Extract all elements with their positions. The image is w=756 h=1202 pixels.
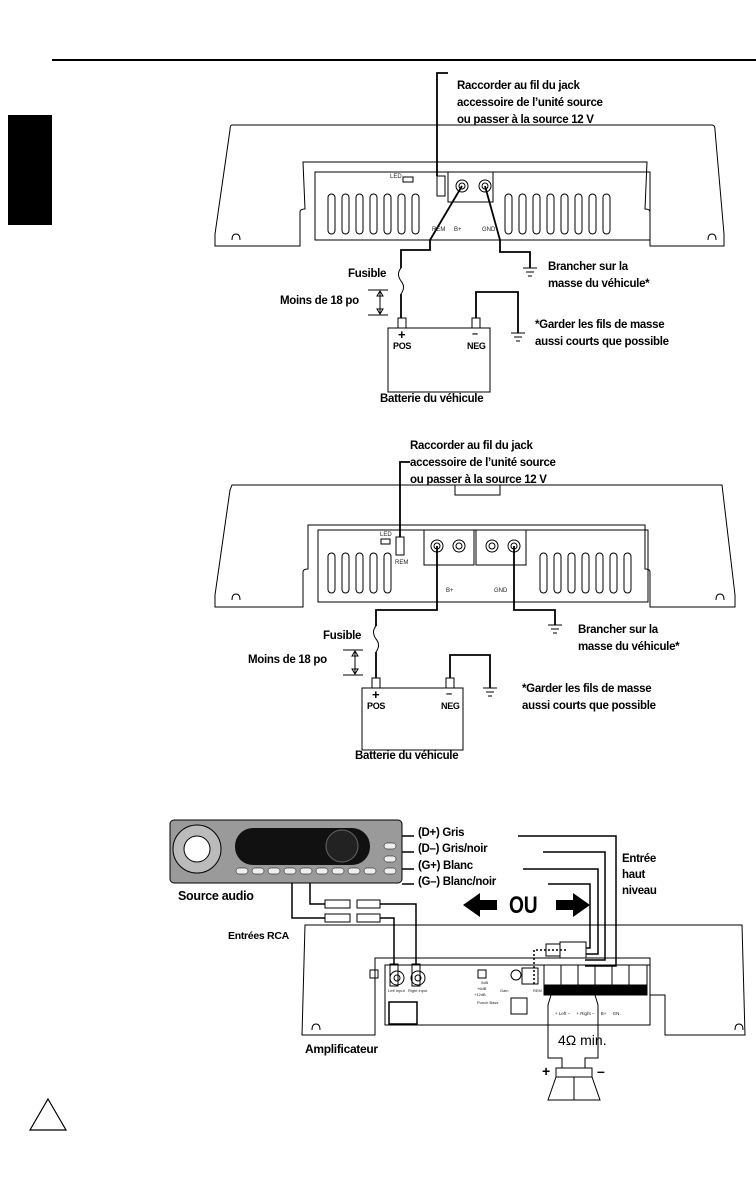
speaker-minus: – — [597, 1063, 605, 1079]
led-label: LED — [390, 174, 402, 180]
arrow-left-icon — [463, 893, 497, 917]
db0-label: 0dB — [481, 980, 489, 985]
note-line-1: *Garder les fils de masse — [535, 319, 665, 331]
left-input-label: Left Input — [388, 988, 405, 993]
note-line-1: *Garder les fils de masse — [522, 683, 652, 695]
neg-sign: – — [472, 328, 478, 340]
neg-sign: – — [446, 688, 452, 700]
wire-d-minus: (D–) Gris/noir — [418, 843, 488, 855]
rca-inputs-label: Entrées RCA — [228, 930, 289, 942]
wire-g-plus: (G+) Blanc — [418, 860, 473, 872]
gnd-label: GND — [494, 588, 508, 594]
callout-line-2: accessoire de l’unité source — [410, 457, 556, 469]
high-level-line-2: haut — [622, 869, 646, 881]
ground-line-2: masse du véhicule* — [548, 278, 650, 290]
section-tab — [8, 115, 52, 225]
arrow-right-icon — [556, 893, 590, 917]
callout-line-2: accessoire de l’unité source — [457, 97, 603, 109]
neg-label: NEG — [467, 341, 486, 351]
fuse-label: Fusible — [323, 630, 362, 642]
ground-line-2: masse du véhicule* — [578, 641, 680, 653]
bplus-label: B+ — [446, 588, 454, 594]
db6-label: +6dB — [477, 986, 487, 991]
gain-label: Gain — [500, 988, 509, 993]
source-audio-label: Source audio — [178, 889, 254, 903]
rem-label: REM — [533, 988, 542, 993]
battery-label: Batterie du véhicule — [355, 750, 459, 762]
amplifier-label: Amplificateur — [305, 1042, 378, 1056]
bplus-label: B+ — [454, 227, 462, 233]
high-level-line-3: niveau — [622, 885, 657, 897]
led-label: LED — [380, 532, 392, 538]
rem-label: REM — [395, 560, 409, 566]
gnd-label: GND — [482, 227, 496, 233]
distance-label: Moins de 18 po — [280, 295, 359, 307]
amplifier-drawing-2 — [214, 461, 736, 751]
neg-label: NEG — [441, 701, 460, 711]
right-input-label: Right Input — [408, 988, 428, 993]
ground-line-1: Brancher sur la — [578, 624, 658, 636]
pos-label: POS — [367, 701, 386, 711]
callout-line-1: Raccorder au fil du jack — [457, 80, 580, 92]
punch-bass-label: Punch Bass — [477, 1000, 499, 1005]
high-level-line-1: Entrée — [622, 853, 656, 865]
output-terminals-label: + Left – + Right – B+ GN — [555, 1011, 620, 1016]
speaker-plus: + — [542, 1063, 550, 1079]
amplifier-drawing-1 — [214, 72, 725, 393]
callout-line-1: Raccorder au fil du jack — [410, 440, 533, 452]
header-rule — [52, 59, 756, 61]
head-unit-icon — [169, 819, 403, 884]
wire-g-minus: (G–) Blanc/noir — [418, 876, 496, 888]
fuse-label: Fusible — [348, 268, 387, 280]
rem-label: REM — [432, 227, 446, 233]
ground-line-1: Brancher sur la — [548, 261, 628, 273]
callout-line-3: ou passer à la source 12 V — [457, 114, 594, 126]
pos-sign: + — [398, 327, 406, 342]
pos-sign: + — [372, 687, 380, 702]
battery-label: Batterie du véhicule — [380, 393, 484, 405]
pos-label: POS — [393, 341, 412, 351]
note-line-2: aussi courts que possible — [535, 336, 669, 348]
or-label: OU — [509, 892, 538, 919]
warning-triangle-icon — [28, 1097, 68, 1131]
wire-d-plus: (D+) Gris — [418, 827, 465, 839]
impedance-label: 4Ω min. — [558, 1032, 607, 1048]
db12-label: +12dB — [474, 992, 486, 997]
distance-label: Moins de 18 po — [248, 654, 327, 666]
note-line-2: aussi courts que possible — [522, 700, 656, 712]
callout-line-3: ou passer à la source 12 V — [410, 474, 547, 486]
